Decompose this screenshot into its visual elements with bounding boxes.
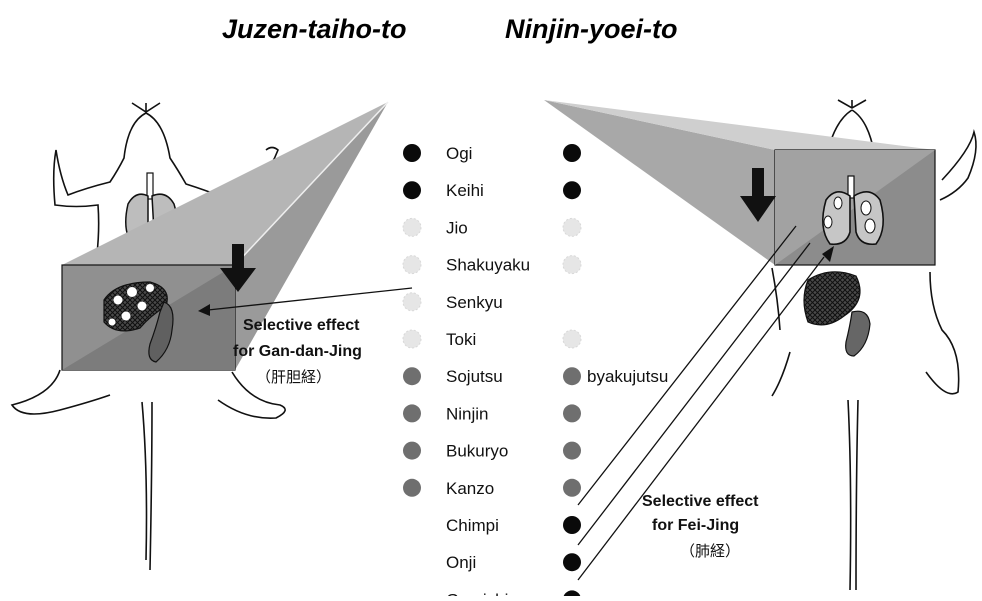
herb-name: Senkyu (446, 293, 503, 312)
left-effect-line1: Selective effect (243, 317, 360, 334)
right-lungs (822, 175, 884, 246)
herb-row: Onji (446, 553, 581, 572)
herb-name: Onji (446, 553, 476, 572)
right-indicator-dot (563, 590, 581, 601)
right-down-arrow (740, 168, 776, 222)
herb-row: Sojutsu byakujutsu (403, 367, 668, 386)
right-animal-outline (771, 99, 977, 591)
right-indicator-dot (563, 441, 581, 460)
herb-note: byakujutsu (587, 367, 668, 386)
right-indicator-dot (563, 553, 581, 572)
right-effect-line1: Selective effect (642, 493, 759, 510)
right-indicator-dot (562, 329, 582, 349)
right-indicator-dot (562, 255, 582, 275)
left-down-arrow (220, 244, 256, 292)
right-indicator-dot (562, 217, 582, 237)
herb-row: Kanzo (403, 478, 581, 498)
right-indicator-dot (563, 144, 581, 162)
herb-name: Shakuyaku (446, 256, 530, 275)
herb-name: Toki (446, 330, 476, 349)
left-indicator-dot (402, 217, 422, 237)
herb-row: Ninjin (403, 404, 581, 423)
right-liver (803, 271, 871, 357)
herb-row: Jio (402, 217, 582, 237)
left-indicator-dot (402, 292, 422, 312)
right-indicator-dot (563, 181, 581, 200)
herb-row: Shakuyaku (402, 255, 582, 275)
herb-name: Jio (446, 218, 468, 237)
right-effect-arrowhead (822, 246, 834, 262)
left-indicator-dot (402, 329, 422, 349)
left-indicator-dot (403, 367, 421, 386)
right-effect-line3: （肺経） (680, 542, 740, 560)
right-title: Ninjin-yoei-to (505, 14, 677, 44)
herb-name: Chimpi (446, 516, 499, 535)
left-indicator-dot (403, 181, 421, 200)
left-indicator-dot (403, 441, 421, 460)
right-indicator-dot (563, 478, 581, 497)
left-indicator-dot (402, 255, 422, 275)
left-effect-pointer (198, 287, 413, 316)
left-indicator-dot (403, 404, 421, 423)
left-indicator-dot (403, 144, 421, 162)
right-indicator-dot (563, 516, 581, 534)
herb-name: Ogi (446, 144, 472, 163)
right-indicator-dot (563, 404, 581, 423)
herb-name: Ninjin (446, 404, 489, 423)
herb-row: Chimpi (446, 516, 581, 535)
right-effect-line2: for Fei-Jing (652, 517, 739, 534)
herb-name: Sojutsu (446, 367, 503, 386)
herb-row: Bukuryo (403, 441, 581, 461)
herb-row: Senkyu (402, 292, 503, 312)
herb-row: Gomishi (446, 590, 581, 601)
herb-name: Kanzo (446, 479, 494, 498)
herb-row: Ogi (403, 144, 581, 163)
left-effect-line3: （肝胆経） (256, 368, 331, 386)
herb-row: Keihi (403, 181, 581, 200)
herb-name: Bukuryo (446, 442, 508, 461)
left-indicator-dot (403, 478, 421, 497)
left-title: Juzen-taiho-to (222, 14, 406, 44)
left-liver (103, 281, 174, 363)
herb-name: Keihi (446, 181, 484, 200)
right-indicator-dot (563, 367, 581, 386)
herb-name: Gomishi (446, 590, 508, 596)
right-effect-pointers (577, 225, 825, 581)
herb-row: Toki (402, 329, 582, 349)
left-effect-line2: for Gan-dan-Jing (233, 343, 362, 360)
